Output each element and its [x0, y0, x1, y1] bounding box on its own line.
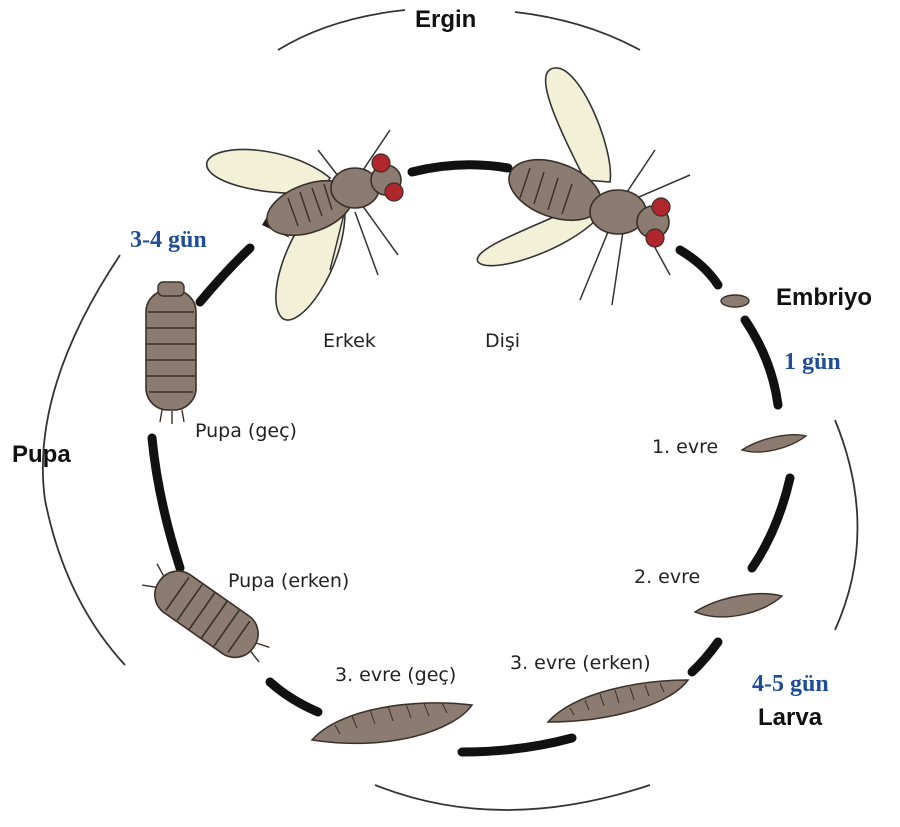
male-fly	[207, 130, 403, 320]
arrow-pupa-early-to-late	[152, 438, 180, 568]
larva-instar-1	[742, 435, 806, 452]
female-fly-eye-top	[652, 198, 670, 216]
arrow-instar3-early-to-late	[462, 738, 572, 752]
arc-adult-right	[515, 12, 640, 50]
larva-instar-3-late	[312, 703, 472, 743]
male-fly-eye-top	[372, 154, 390, 172]
pupa-late	[146, 282, 196, 424]
larva-instar-2	[695, 594, 782, 617]
label-instar-1: 1. evre	[652, 436, 718, 458]
label-pupa-early: Pupa (erken)	[228, 570, 349, 592]
arrow-instar2-to-instar3	[692, 642, 718, 672]
label-male: Erkek	[323, 330, 376, 352]
duration-pupa: 3-4 gün	[130, 227, 207, 254]
embryo-egg	[721, 295, 749, 307]
label-female: Dişi	[485, 330, 520, 352]
label-instar-3-late: 3. evre (geç)	[335, 664, 456, 686]
duration-embryo: 1 gün	[784, 349, 841, 376]
stage-label-embryo: Embriyo	[776, 284, 872, 312]
arrow-instar3-to-pupa	[270, 682, 318, 712]
arrow-female-to-embryo	[680, 250, 718, 285]
cycle-arrows	[152, 165, 790, 752]
arc-adult-left	[278, 10, 405, 50]
arrow-pupa-to-adult	[200, 248, 250, 302]
stage-label-pupa: Pupa	[12, 441, 71, 469]
male-fly-eye-bottom	[385, 183, 403, 201]
duration-larva: 4-5 gün	[752, 671, 829, 698]
arrow-instar1-to-instar2	[752, 478, 790, 568]
arrow-embryo-to-instar1	[745, 320, 778, 405]
female-fly-eye-bottom	[646, 229, 664, 247]
stage-label-adult: Ergin	[415, 6, 476, 34]
stage-label-larva: Larva	[758, 704, 822, 732]
arrow-adults	[412, 165, 508, 172]
label-instar-3-early: 3. evre (erken)	[510, 652, 651, 674]
arc-larva-right	[835, 420, 858, 630]
larva-instar-3-early	[548, 680, 688, 722]
label-pupa-late: Pupa (geç)	[195, 420, 297, 442]
arc-larva-bottom	[375, 785, 650, 810]
label-instar-2: 2. evre	[634, 566, 700, 588]
female-fly	[477, 68, 690, 305]
